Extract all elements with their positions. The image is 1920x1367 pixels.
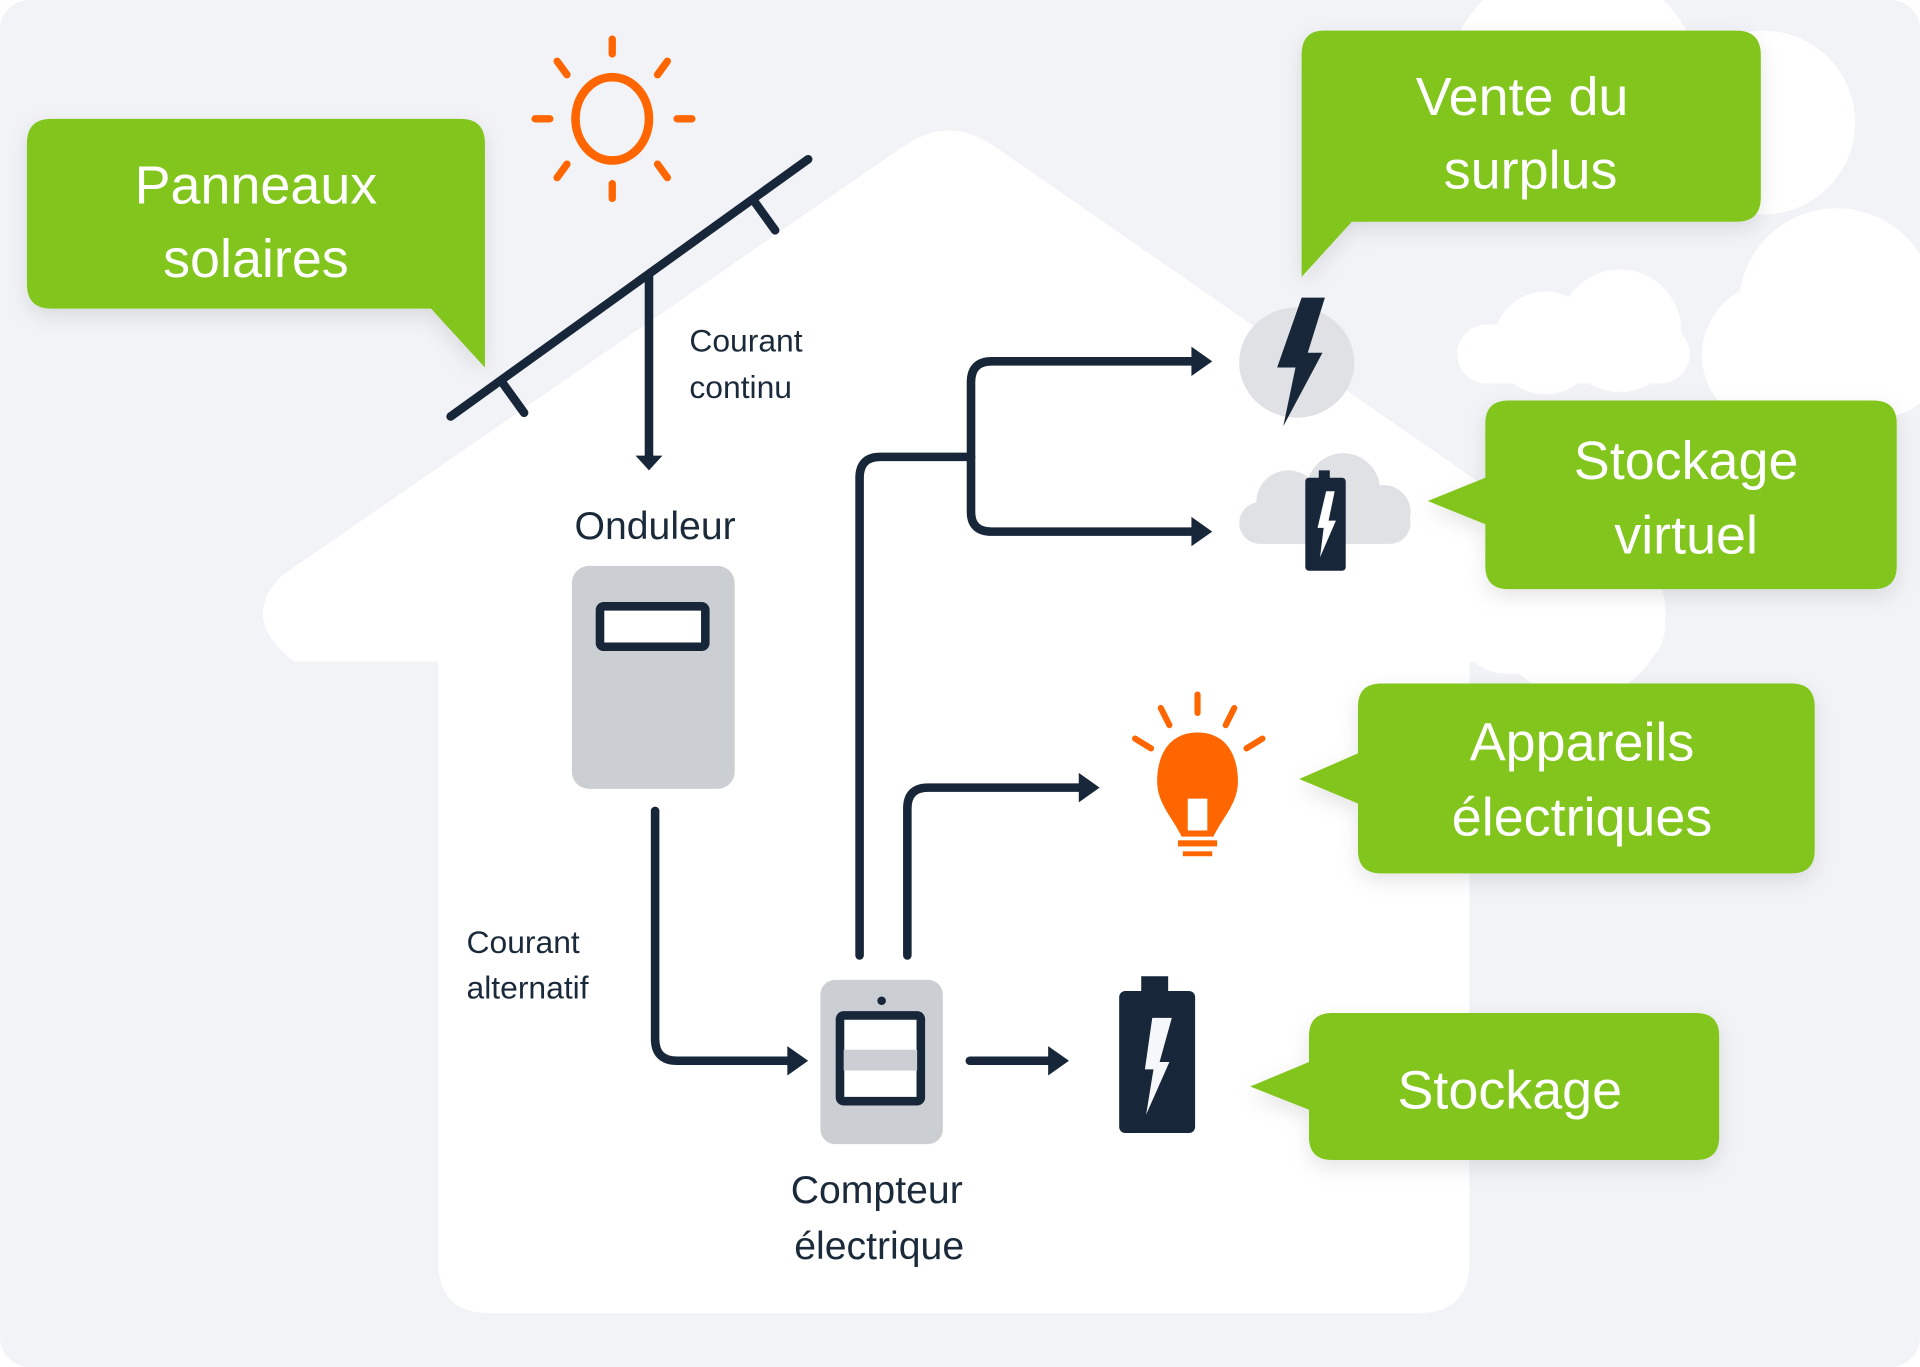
dc-current-label-line2: continu bbox=[689, 369, 792, 405]
solar-panel-icon bbox=[446, 154, 813, 421]
callout-surplus-sale-line2: surplus bbox=[1444, 141, 1618, 201]
lightning-bolt-icon bbox=[1239, 297, 1355, 427]
ac-wire bbox=[650, 806, 809, 1076]
ac-current-label-line2: alternatif bbox=[467, 969, 589, 1005]
meter-label-line1: Compteur bbox=[791, 1169, 963, 1212]
dc-current-label-line1: Courant bbox=[689, 323, 802, 359]
callout-virtual-storage: Stockage virtuel bbox=[1427, 400, 1897, 590]
arrow-head bbox=[787, 1046, 809, 1076]
grid-wires bbox=[855, 346, 1213, 960]
appliances-wire bbox=[903, 772, 1100, 960]
house-outline bbox=[262, 130, 1639, 1314]
callout-storage-line1: Stockage bbox=[1397, 1061, 1622, 1121]
callout-surplus-sale-line1: Vente du bbox=[1416, 67, 1629, 127]
callout-solar-panels-line2: solaires bbox=[163, 229, 349, 289]
cloud-mid bbox=[1457, 269, 1690, 395]
callout-solar-panels: Panneaux solaires bbox=[26, 118, 485, 368]
arrow-head bbox=[1191, 516, 1213, 547]
ac-current-label-line1: Courant bbox=[467, 924, 580, 960]
callout-surplus-sale: Vente du surplus bbox=[1301, 30, 1761, 277]
sun-icon bbox=[531, 35, 696, 203]
light-bulb-icon bbox=[1132, 691, 1266, 857]
callout-appliances-line2: électriques bbox=[1452, 787, 1713, 847]
cloud-battery-icon bbox=[1239, 453, 1411, 571]
arrow-head bbox=[635, 455, 663, 471]
battery-icon bbox=[1119, 976, 1196, 1134]
cloud-right bbox=[1702, 208, 1920, 429]
inverter-label: Onduleur bbox=[575, 505, 736, 548]
arrow-head bbox=[1191, 346, 1213, 377]
dc-wire bbox=[635, 271, 663, 471]
callout-virtual-storage-line1: Stockage bbox=[1574, 431, 1799, 491]
callout-solar-panels-line1: Panneaux bbox=[135, 155, 378, 215]
callout-appliances-line1: Appareils bbox=[1470, 713, 1695, 773]
electric-meter-icon bbox=[820, 979, 943, 1145]
callout-appliances: Appareils électriques bbox=[1299, 683, 1815, 874]
callout-virtual-storage-line2: virtuel bbox=[1614, 506, 1758, 566]
storage-wire bbox=[965, 1046, 1069, 1076]
arrow-head bbox=[1048, 1046, 1069, 1076]
meter-label-line2: électrique bbox=[794, 1225, 964, 1268]
inverter-icon bbox=[571, 565, 735, 789]
arrow-head bbox=[1078, 772, 1100, 803]
callout-storage: Stockage bbox=[1250, 1013, 1720, 1160]
